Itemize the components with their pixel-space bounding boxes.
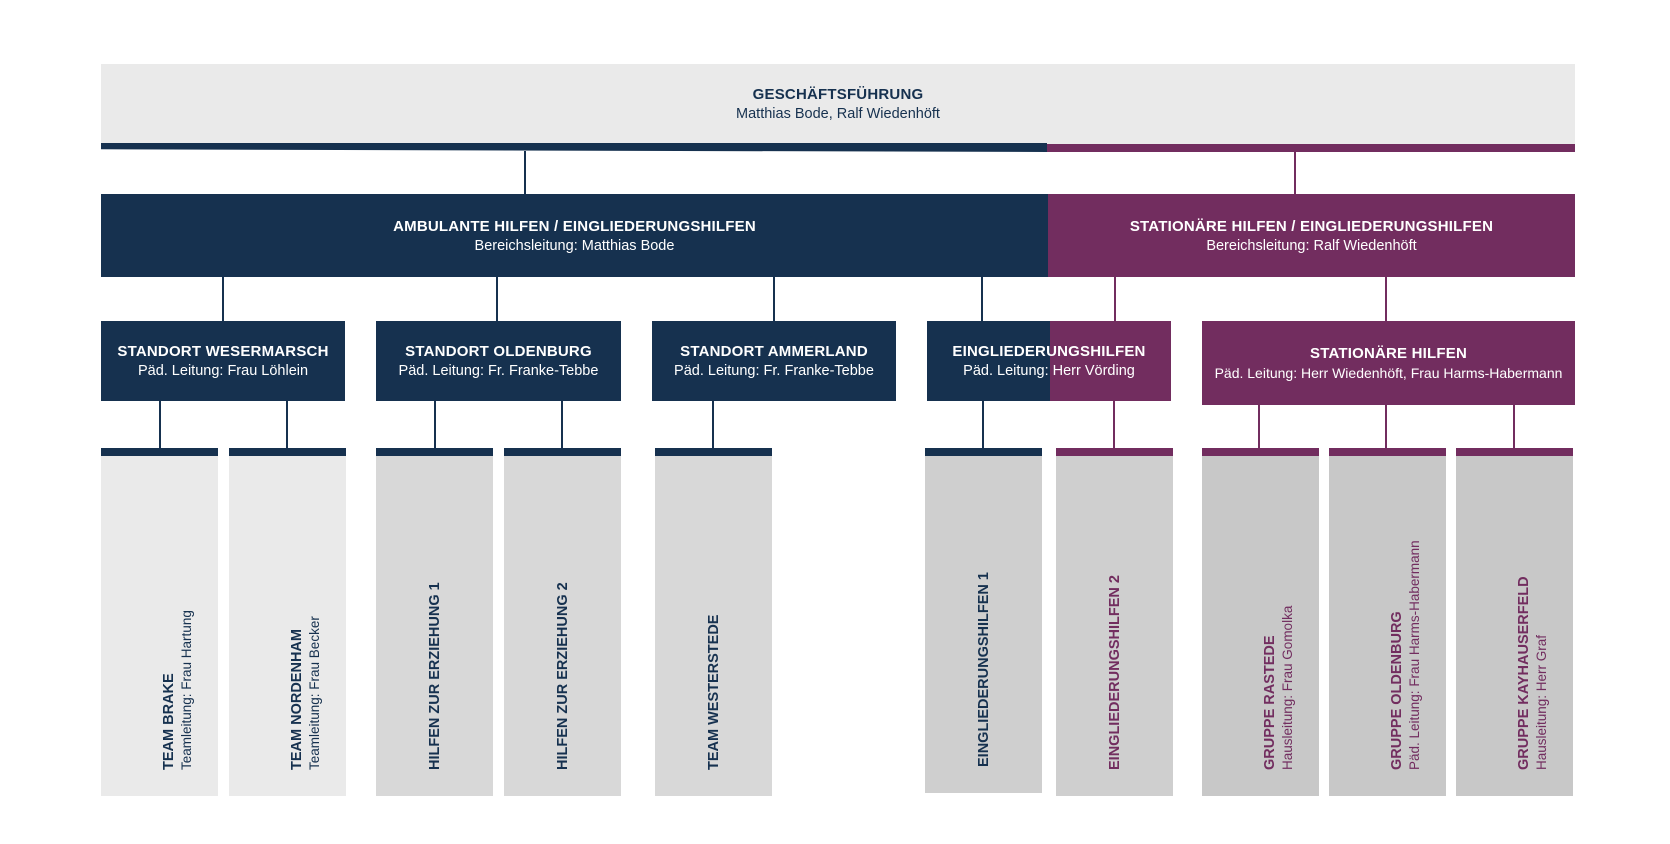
connector bbox=[286, 401, 288, 449]
connector bbox=[496, 277, 498, 321]
connector bbox=[773, 277, 775, 321]
unit-name: HILFEN ZUR ERZIEHUNG 1 bbox=[426, 582, 443, 770]
location-title: STANDORT OLDENBURG bbox=[405, 343, 592, 360]
connector bbox=[222, 277, 224, 321]
division-stationaer: STATIONÄRE HILFEN / EINGLIEDERUNGSHILFEN… bbox=[1048, 194, 1575, 277]
division-stationaer-lead: Bereichsleitung: Ralf Wiedenhöft bbox=[1206, 237, 1417, 254]
location-eingliederungshilfen: EINGLIEDERUNGSHILFEN Päd. Leitung: Herr … bbox=[927, 321, 1171, 401]
connector bbox=[1385, 405, 1387, 449]
connector bbox=[982, 401, 984, 449]
unit-cap bbox=[1056, 448, 1173, 456]
location-title: STANDORT WESERMARSCH bbox=[117, 343, 329, 360]
unit-gruppe-oldenburg: GRUPPE OLDENBURG Päd. Leitung: Frau Harm… bbox=[1329, 448, 1446, 796]
unit-cap bbox=[376, 448, 493, 456]
connector bbox=[712, 401, 714, 449]
connector bbox=[434, 401, 436, 449]
unit-hilfen-erziehung-2: HILFEN ZUR ERZIEHUNG 2 bbox=[504, 448, 621, 796]
unit-lead: Päd. Leitung: Frau Harms-Habermann bbox=[1406, 540, 1422, 770]
connector bbox=[159, 401, 161, 449]
unit-gruppe-rastede: GRUPPE RASTEDE Hausleitung: Frau Gomolka bbox=[1202, 448, 1319, 796]
connector bbox=[1385, 277, 1387, 321]
unit-name: TEAM NORDENHAM bbox=[288, 629, 305, 770]
division-stationaer-title: STATIONÄRE HILFEN / EINGLIEDERUNGSHILFEN bbox=[1129, 217, 1494, 235]
management-names: Matthias Bode, Ralf Wiedenhöft bbox=[736, 106, 940, 122]
connector bbox=[524, 151, 526, 194]
connector bbox=[981, 277, 983, 321]
unit-lead: Teamleitung: Frau Hartung bbox=[178, 610, 194, 770]
location-ammerland: STANDORT AMMERLAND Päd. Leitung: Fr. Fra… bbox=[652, 321, 896, 401]
location-lead: Päd. Leitung: Herr Wiedenhöft, Frau Harm… bbox=[1214, 365, 1563, 381]
unit-name: HILFEN ZUR ERZIEHUNG 2 bbox=[554, 582, 571, 770]
unit-name: TEAM WESTERSTEDE bbox=[705, 614, 722, 770]
location-lead: Päd. Leitung: Herr Vörding bbox=[963, 363, 1135, 379]
division-ambulant-title: AMBULANTE HILFEN / EINGLIEDERUNGSHILFEN bbox=[393, 217, 756, 235]
unit-lead: Hausleitung: Frau Gomolka bbox=[1279, 605, 1295, 770]
location-title: STANDORT AMMERLAND bbox=[680, 343, 868, 360]
unit-cap bbox=[229, 448, 346, 456]
location-lead: Päd. Leitung: Fr. Franke-Tebbe bbox=[398, 363, 599, 379]
unit-cap bbox=[504, 448, 621, 456]
connector bbox=[1114, 277, 1116, 321]
management-bar-right bbox=[1047, 144, 1575, 152]
unit-lead: Hausleitung: Herr Graf bbox=[1533, 634, 1549, 770]
connector bbox=[1513, 405, 1515, 449]
unit-eingliederungshilfen-2: EINGLIEDERUNGSHILFEN 2 bbox=[1056, 448, 1173, 796]
unit-team-westerstede: TEAM WESTERSTEDE bbox=[655, 448, 772, 796]
unit-name: GRUPPE OLDENBURG bbox=[1388, 611, 1405, 770]
management-title: GESCHÄFTSFÜHRUNG bbox=[752, 86, 924, 103]
unit-hilfen-erziehung-1: HILFEN ZUR ERZIEHUNG 1 bbox=[376, 448, 493, 796]
unit-cap bbox=[1329, 448, 1446, 456]
location-lead: Päd. Leitung: Fr. Franke-Tebbe bbox=[674, 363, 874, 379]
location-stationaere-hilfen: STATIONÄRE HILFEN Päd. Leitung: Herr Wie… bbox=[1202, 321, 1575, 405]
location-wesermarsch: STANDORT WESERMARSCH Päd. Leitung: Frau … bbox=[101, 321, 345, 401]
unit-team-brake: TEAM BRAKE Teamleitung: Frau Hartung bbox=[101, 448, 218, 796]
connector bbox=[1258, 405, 1260, 449]
unit-name: EINGLIEDERUNGSHILFEN 2 bbox=[1106, 575, 1123, 770]
unit-cap bbox=[925, 448, 1042, 456]
connector bbox=[561, 401, 563, 449]
connector bbox=[1294, 151, 1296, 194]
division-ambulant: AMBULANTE HILFEN / EINGLIEDERUNGSHILFEN … bbox=[101, 194, 1048, 277]
unit-cap bbox=[1202, 448, 1319, 456]
unit-cap bbox=[1456, 448, 1573, 456]
unit-cap bbox=[101, 448, 218, 456]
unit-name: EINGLIEDERUNGSHILFEN 1 bbox=[975, 572, 992, 767]
management-box: GESCHÄFTSFÜHRUNG Matthias Bode, Ralf Wie… bbox=[101, 64, 1575, 144]
location-title: STATIONÄRE HILFEN bbox=[1309, 345, 1467, 362]
unit-gruppe-kayhauserfeld: GRUPPE KAYHAUSERFELD Hausleitung: Herr G… bbox=[1456, 448, 1573, 796]
unit-team-nordenham: TEAM NORDENHAM Teamleitung: Frau Becker bbox=[229, 448, 346, 796]
connector bbox=[1113, 401, 1115, 449]
location-title: EINGLIEDERUNGSHILFEN bbox=[952, 343, 1146, 360]
division-ambulant-lead: Bereichsleitung: Matthias Bode bbox=[474, 237, 675, 254]
unit-name: TEAM BRAKE bbox=[160, 673, 177, 770]
unit-name: GRUPPE KAYHAUSERFELD bbox=[1515, 576, 1532, 770]
location-lead: Päd. Leitung: Frau Löhlein bbox=[137, 363, 309, 379]
unit-eingliederungshilfen-1: EINGLIEDERUNGSHILFEN 1 bbox=[925, 448, 1042, 793]
unit-cap bbox=[655, 448, 772, 456]
unit-name: GRUPPE RASTEDE bbox=[1261, 635, 1278, 770]
management-bar-left bbox=[101, 143, 1047, 152]
unit-lead: Teamleitung: Frau Becker bbox=[306, 616, 322, 770]
location-oldenburg: STANDORT OLDENBURG Päd. Leitung: Fr. Fra… bbox=[376, 321, 621, 401]
